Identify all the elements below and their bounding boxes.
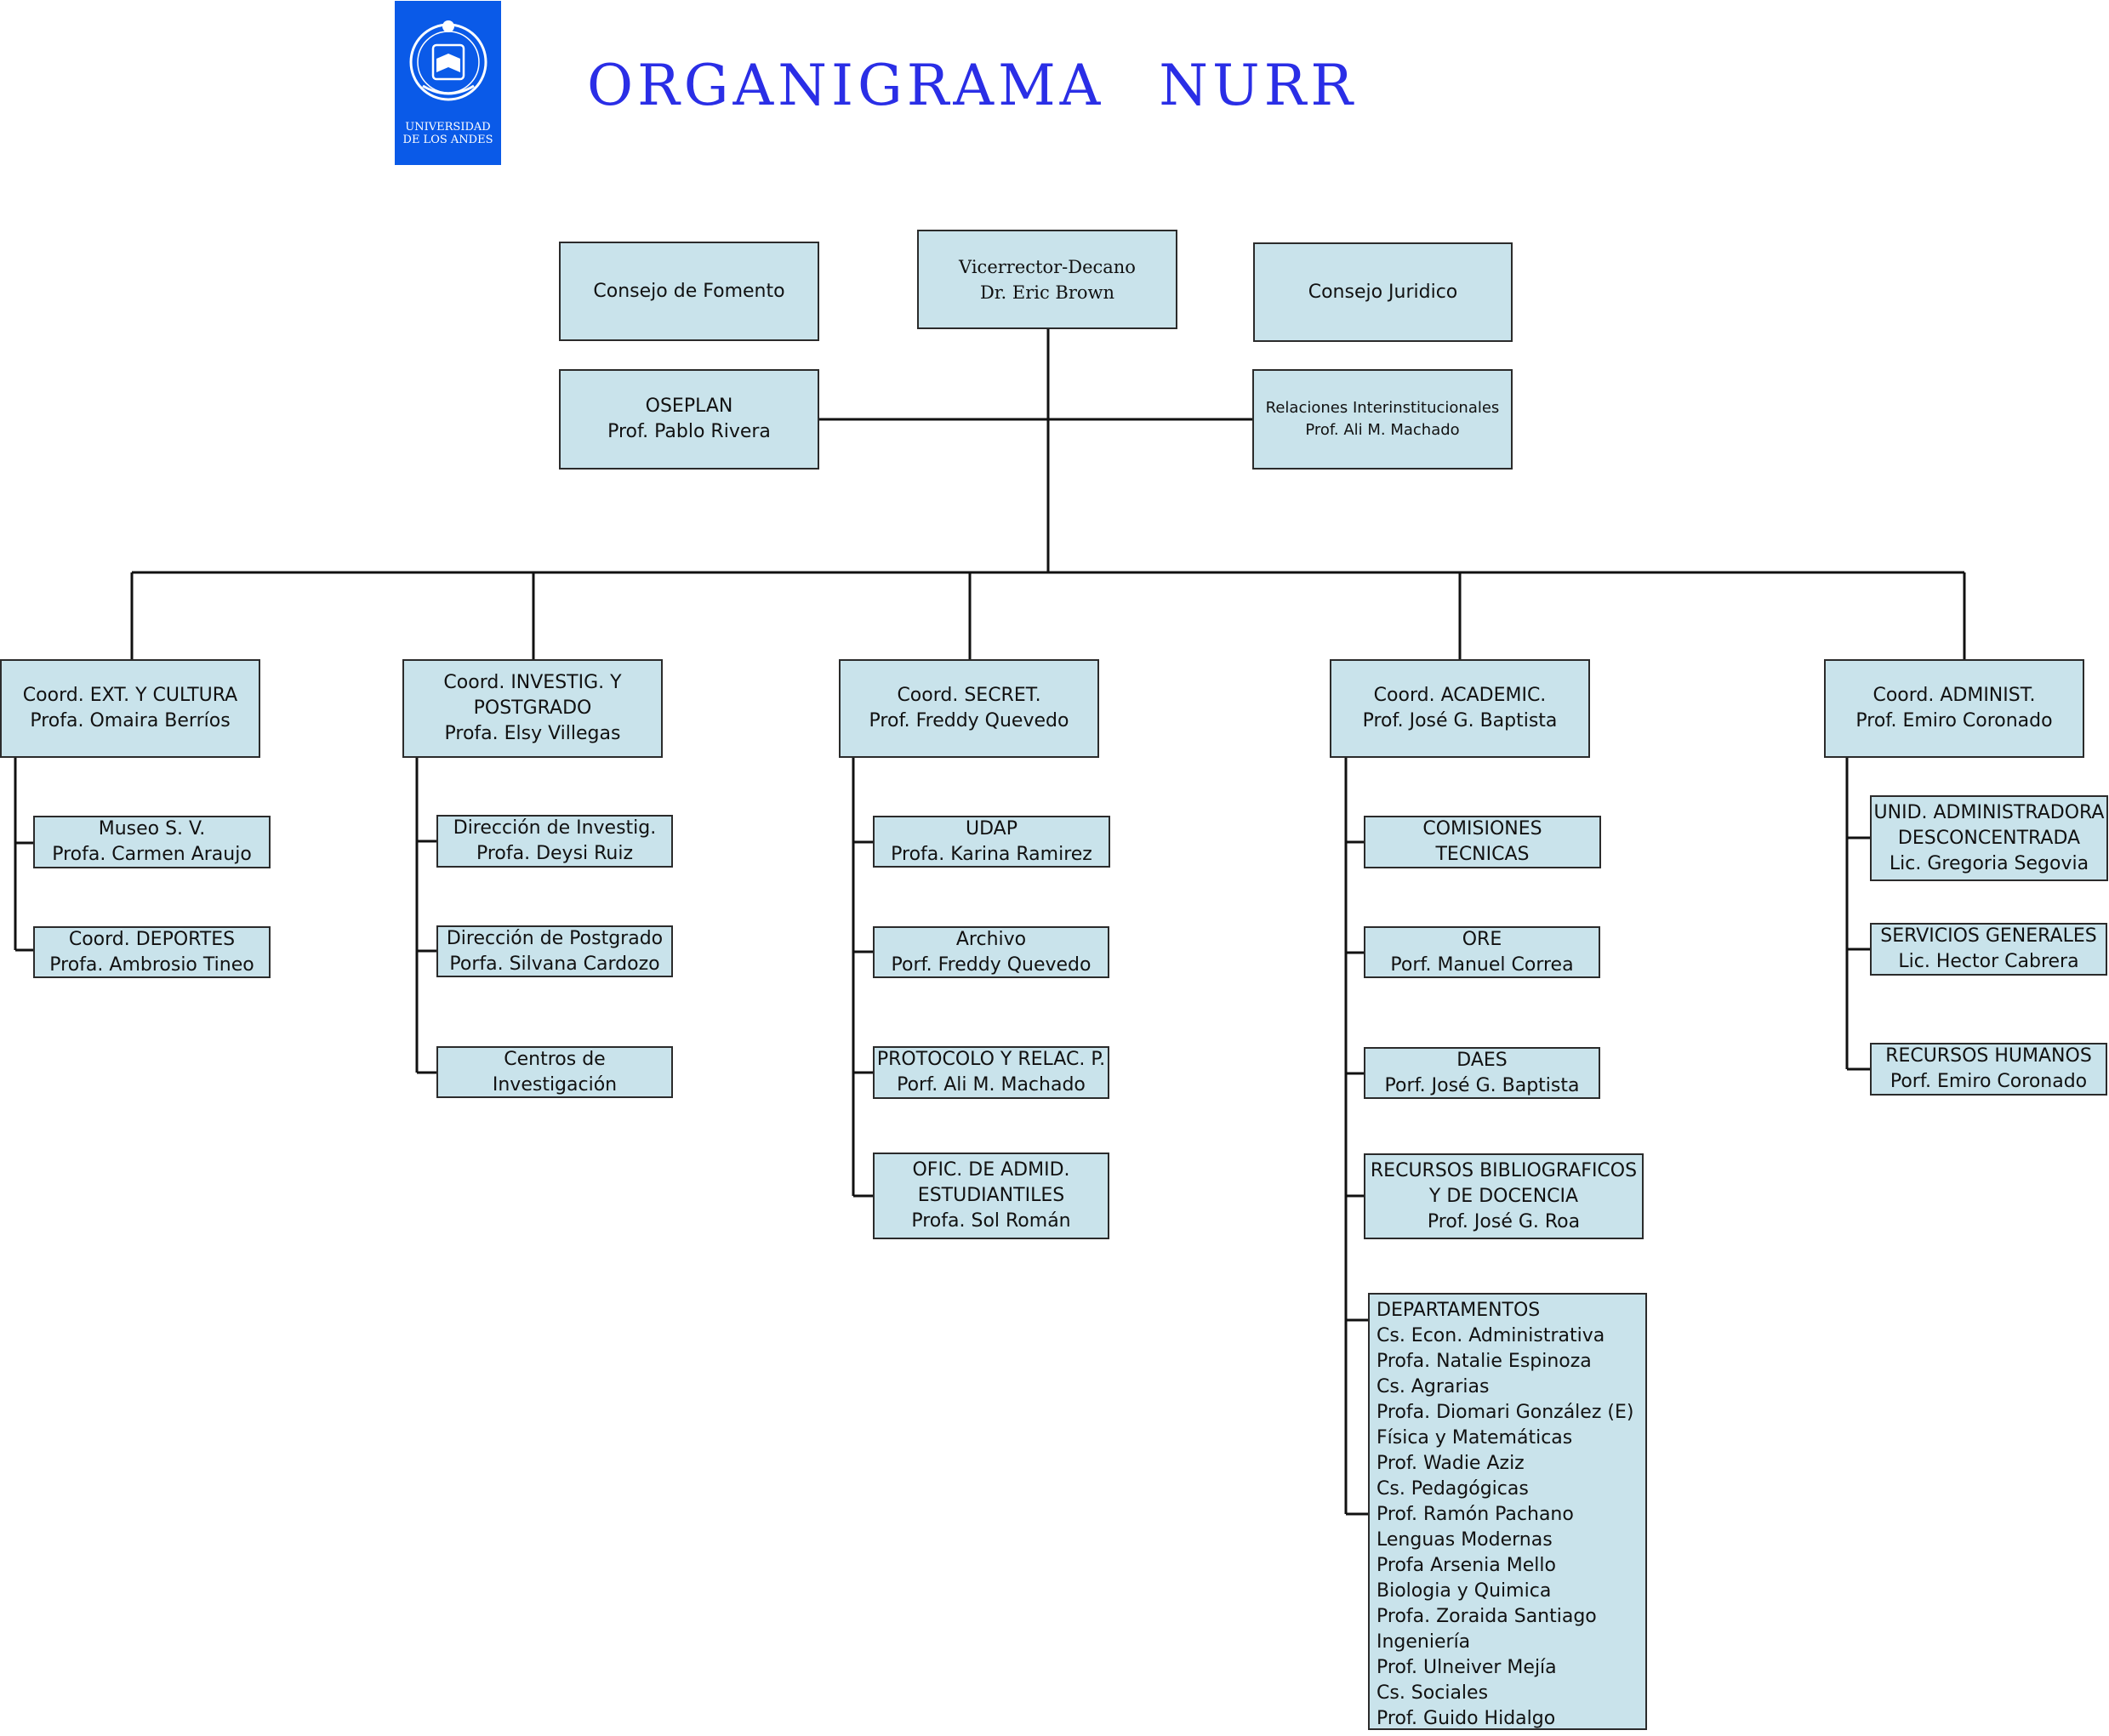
comisiones-tecnicas-box: COMISIONES TECNICAS xyxy=(1364,816,1601,868)
coord-secret-box: Coord. SECRET. Prof. Freddy Quevedo xyxy=(839,659,1099,758)
page-title: ORGANIGRAMA NURR xyxy=(587,53,1358,118)
list-item: DEPARTAMENTOS xyxy=(1377,1300,1541,1321)
ore-box: ORE Porf. Manuel Correa xyxy=(1364,926,1600,978)
oseplan-box: OSEPLAN Prof. Pablo Rivera xyxy=(559,369,819,470)
list-item: Prof. Wadie Aziz xyxy=(1377,1453,1525,1474)
list-item: Profa. Zoraida Santiago xyxy=(1377,1606,1597,1627)
list-item: Prof. Ramón Pachano xyxy=(1377,1504,1574,1525)
consejo-juridico-box: Consejo Juridico xyxy=(1253,242,1513,342)
list-item: Prof. Guido Hidalgo xyxy=(1377,1708,1556,1729)
servicios-generales-box: SERVICIOS GENERALES Lic. Hector Cabrera xyxy=(1870,923,2107,976)
list-item: Profa. Natalie Espinoza xyxy=(1377,1351,1592,1372)
list-item: Profa Arsenia Mello xyxy=(1377,1555,1556,1576)
coord-ext-cultura-box: Coord. EXT. Y CULTURA Profa. Omaira Berr… xyxy=(0,659,260,758)
list-item: Cs. Agrarias xyxy=(1377,1376,1490,1397)
ofic-admision-box: OFIC. DE ADMID. ESTUDIANTILES Profa. Sol… xyxy=(873,1153,1109,1239)
museo-box: Museo S. V. Profa. Carmen Araujo xyxy=(33,816,271,868)
list-item: Cs. Pedagógicas xyxy=(1377,1478,1529,1500)
udap-box: UDAP Profa. Karina Ramirez xyxy=(873,816,1110,868)
coord-admin-box: Coord. ADMINIST. Prof. Emiro Coronado xyxy=(1824,659,2084,758)
centros-investigacion-box: Centros de Investigación xyxy=(436,1046,673,1098)
shield-crest-icon xyxy=(409,20,487,101)
coord-investig-postgrado-box: Coord. INVESTIG. Y POSTGRADO Profa. Elsy… xyxy=(402,659,663,758)
list-item: Física y Matemáticas xyxy=(1377,1427,1573,1449)
logo-text: UNIVERSIDAD DE LOS ANDES xyxy=(402,121,493,146)
relaciones-interinstitucionales-box: Relaciones Interinstitucionales Prof. Al… xyxy=(1252,369,1513,470)
list-item: Cs. Sociales xyxy=(1377,1682,1489,1704)
university-logo: UNIVERSIDAD DE LOS ANDES xyxy=(395,1,501,165)
direccion-postgrado-box: Dirección de Postgrado Porfa. Silvana Ca… xyxy=(436,925,673,977)
consejo-fomento-box: Consejo de Fomento xyxy=(559,242,819,341)
list-item: Cs. Econ. Administrativa xyxy=(1377,1325,1605,1346)
direccion-investig-box: Dirección de Investig. Profa. Deysi Ruiz xyxy=(436,815,673,868)
protocolo-box: PROTOCOLO Y RELAC. P. Porf. Ali M. Macha… xyxy=(873,1046,1109,1099)
list-item: Profa. Diomari González (E) xyxy=(1377,1402,1634,1423)
daes-box: DAES Porf. José G. Baptista xyxy=(1364,1047,1600,1099)
vicerrector-decano-box: Vicerrector-Decano Dr. Eric Brown xyxy=(917,230,1177,329)
archivo-box: Archivo Porf. Freddy Quevedo xyxy=(873,926,1109,978)
recursos-humanos-box: RECURSOS HUMANOS Porf. Emiro Coronado xyxy=(1870,1043,2107,1096)
coord-deportes-box: Coord. DEPORTES Profa. Ambrosio Tineo xyxy=(33,926,271,978)
list-item: Prof. Ulneiver Mejía xyxy=(1377,1657,1557,1678)
list-item: Ingeniería xyxy=(1377,1631,1471,1653)
list-item: Biologia y Quimica xyxy=(1377,1580,1552,1602)
list-item: Lenguas Modernas xyxy=(1377,1529,1553,1551)
departamentos-box: DEPARTAMENTOS Cs. Econ. Administrativa P… xyxy=(1368,1293,1647,1730)
coord-academic-box: Coord. ACADEMIC. Prof. José G. Baptista xyxy=(1330,659,1590,758)
unid-administradora-box: UNID. ADMINISTRADORA DESCONCENTRADA Lic.… xyxy=(1870,795,2108,881)
recursos-bibliograficos-box: RECURSOS BIBLIOGRAFICOS Y DE DOCENCIA Pr… xyxy=(1364,1153,1644,1239)
